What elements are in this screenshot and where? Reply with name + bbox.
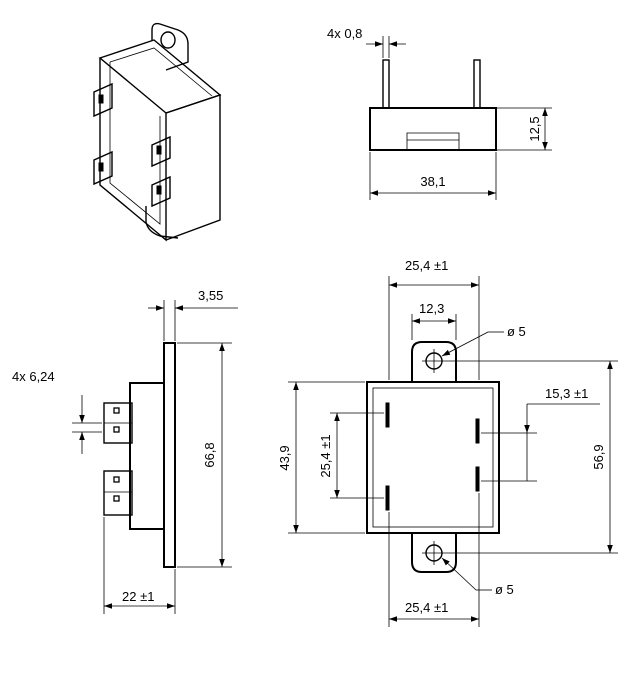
front-body-inner: [372, 387, 494, 528]
front-terminal-3: [475, 418, 480, 444]
front-ear-bottom: [411, 533, 457, 573]
side-view: 4x 0,8 12,5 38,1: [327, 26, 552, 200]
iso-top-tab: [151, 22, 189, 71]
iso-terminal-1: [93, 82, 113, 118]
front-body: [366, 381, 500, 534]
profile-view: 3,55 4x 6,24 66,8 22 ±1: [12, 288, 238, 614]
profile-thickness-label: 3,55: [198, 288, 223, 303]
iso-terminal-2-hole: [98, 162, 104, 172]
front-ear-top: [411, 341, 457, 382]
front-hole-bottom-label: ø 5: [495, 582, 514, 597]
front-hole-top-label: ø 5: [507, 324, 526, 339]
iso-terminal-1-hole: [98, 94, 104, 104]
profile-body: [129, 382, 165, 530]
iso-rim-top: [109, 47, 213, 97]
front-terminal-4: [475, 466, 480, 492]
iso-inner-rim: [109, 62, 161, 225]
side-pin-width-label: 4x 0,8: [327, 26, 362, 41]
profile-flange: [163, 342, 176, 568]
iso-bottom-tab: [145, 206, 179, 239]
side-view-pin-right: [473, 59, 481, 109]
iso-top-hole: [160, 31, 176, 49]
profile-depth-label: 22 ±1: [122, 589, 154, 604]
front-inner-spacing-label: 25,4 ±1: [318, 434, 333, 477]
iso-terminal-3-hole: [156, 145, 162, 155]
front-terminal-2: [385, 485, 390, 511]
side-height-label: 12,5: [527, 116, 542, 141]
iso-right-face: [165, 94, 221, 241]
iso-terminal-3: [151, 135, 171, 168]
front-view: 25,4 ±1 12,3 ø 5 43,9 25,4 ±1 15,3 ±1 56…: [277, 258, 618, 627]
front-bottom-spacing-label: 25,4 ±1: [405, 600, 448, 615]
side-width-label: 38,1: [420, 174, 445, 189]
iso-terminal-4-hole: [156, 185, 162, 195]
profile-length-label: 66,8: [202, 442, 217, 467]
front-overall-height-label: 56,9: [591, 444, 606, 469]
side-view-body: [369, 107, 497, 151]
front-slot-label: 12,3: [419, 301, 444, 316]
profile-terminal-bottom: [103, 470, 133, 516]
front-top-spacing-label: 25,4 ±1: [405, 258, 448, 273]
isometric-view: [93, 22, 222, 242]
front-terminal-1: [385, 402, 390, 428]
iso-top-face: [98, 39, 222, 114]
profile-pin-label: 4x 6,24: [12, 369, 55, 384]
iso-terminal-4: [151, 175, 171, 208]
front-height-label: 43,9: [277, 445, 292, 470]
side-view-pin-left: [382, 59, 390, 109]
iso-terminal-2: [93, 150, 113, 186]
side-view-slot: [406, 132, 460, 150]
iso-front-face: [99, 58, 167, 242]
front-right-spacing-label: 15,3 ±1: [545, 386, 588, 401]
